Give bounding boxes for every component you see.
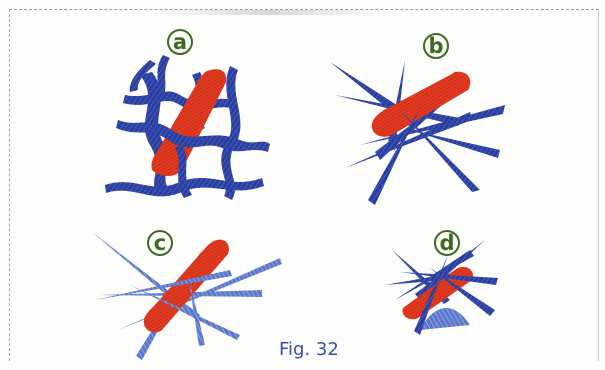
panel-b-needle (410, 130, 500, 158)
panel-d-label: d (435, 231, 459, 255)
panel-d: d (385, 231, 498, 335)
panel-c-label: c (148, 231, 172, 255)
panel-b: b (330, 34, 505, 205)
figure-caption: Fig. 32 (279, 339, 339, 360)
panel-b-label: b (424, 34, 448, 58)
panel-d-letter: d (439, 231, 454, 255)
panel-b-letter: b (428, 34, 443, 58)
panel-a-letter: a (173, 30, 187, 54)
panel-a-filament (221, 66, 240, 200)
panel-c-letter: c (154, 231, 166, 255)
panel-c: c (92, 231, 282, 360)
panel-a-label: a (168, 30, 192, 54)
panel-a: a (105, 30, 270, 200)
